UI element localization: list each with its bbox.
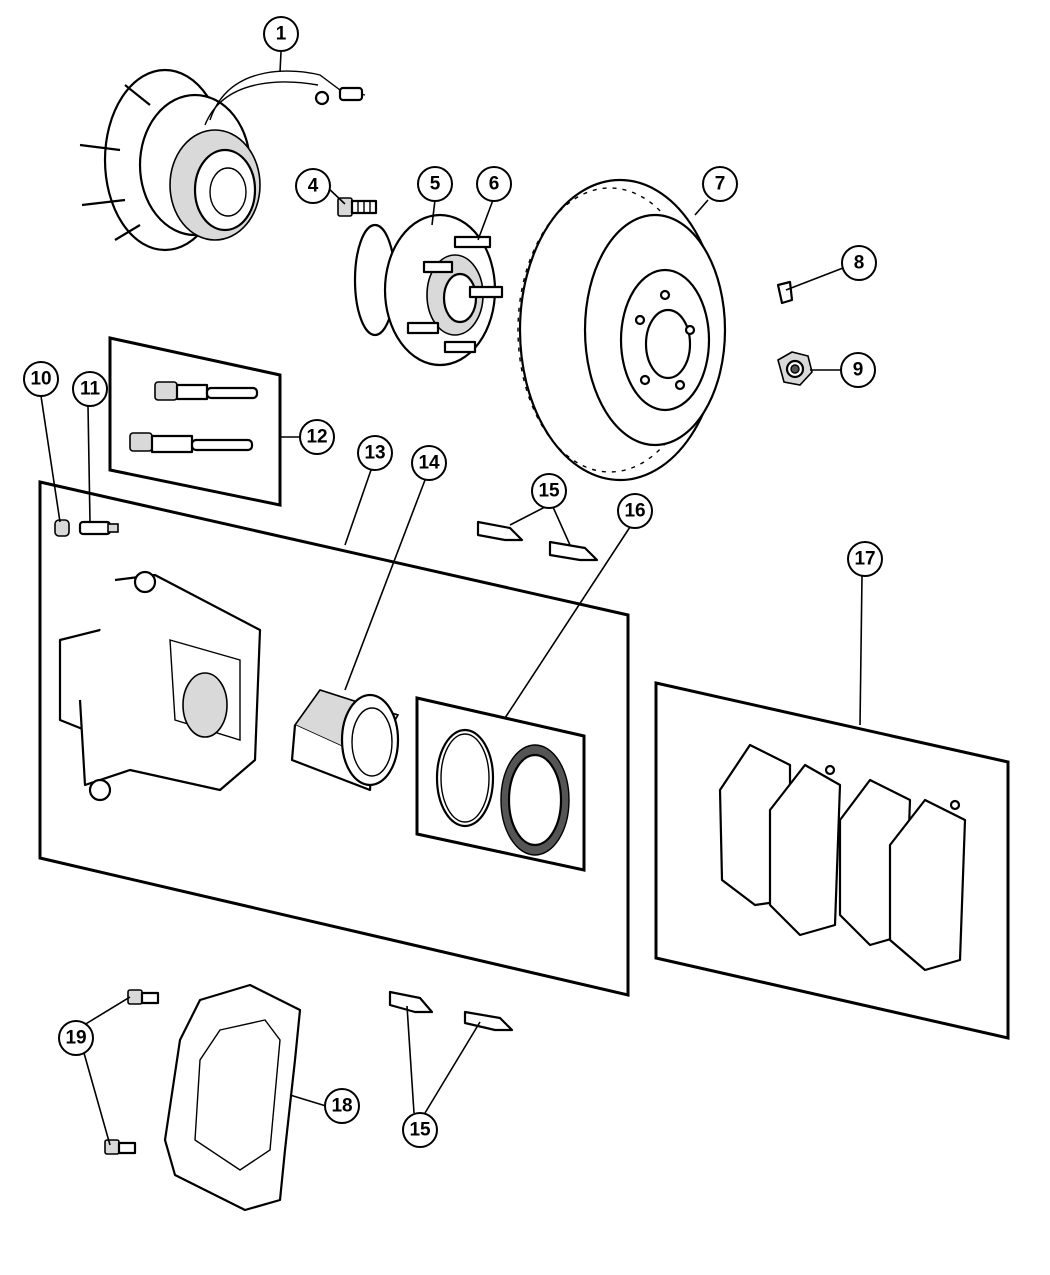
caliper-adapter-part bbox=[163, 983, 302, 1212]
callout-label: 8 bbox=[854, 253, 865, 274]
callout-label: 9 bbox=[853, 360, 864, 381]
callout-label: 13 bbox=[364, 443, 385, 464]
abutment-clips-upper bbox=[476, 520, 599, 562]
leader-lines bbox=[40, 51, 863, 1146]
adapter-bolts-part bbox=[104, 989, 160, 1155]
caliper-panel bbox=[38, 480, 630, 997]
abutment-clips-lower bbox=[388, 990, 514, 1032]
callout-6: 6 bbox=[476, 166, 512, 202]
callout-label: 17 bbox=[854, 549, 875, 570]
callout-label: 4 bbox=[308, 176, 319, 197]
boot-and-pin-part bbox=[54, 519, 119, 537]
callout-label: 1 bbox=[276, 24, 287, 45]
callout-label: 16 bbox=[624, 501, 645, 522]
callout-15-lower: 15 bbox=[402, 1112, 438, 1148]
bolt-part bbox=[337, 197, 378, 217]
callout-1: 1 bbox=[263, 16, 299, 52]
callout-label: 12 bbox=[306, 427, 327, 448]
callout-12: 12 bbox=[299, 419, 335, 455]
brake-pads-panel bbox=[654, 681, 1010, 1040]
hub-nut-part bbox=[777, 351, 813, 386]
callout-5: 5 bbox=[417, 166, 453, 202]
callout-17: 17 bbox=[847, 541, 883, 577]
callout-label: 6 bbox=[489, 174, 500, 195]
guide-pin-kit-panel bbox=[108, 336, 282, 507]
callout-4: 4 bbox=[295, 168, 331, 204]
brake-rotor-part bbox=[517, 178, 727, 482]
callout-19: 19 bbox=[58, 1020, 94, 1056]
hub-and-studs-part bbox=[353, 213, 504, 367]
seal-kit-panel bbox=[415, 696, 586, 872]
callout-9: 9 bbox=[840, 352, 876, 388]
callout-label: 5 bbox=[430, 174, 441, 195]
callout-11: 11 bbox=[72, 371, 108, 407]
callout-label: 7 bbox=[715, 174, 726, 195]
callout-8: 8 bbox=[841, 245, 877, 281]
callout-label: 19 bbox=[65, 1028, 86, 1049]
caliper-piston-part bbox=[290, 689, 400, 792]
clip-part bbox=[776, 280, 794, 305]
callout-label: 15 bbox=[409, 1120, 431, 1141]
callout-13: 13 bbox=[357, 435, 393, 471]
callout-18: 18 bbox=[324, 1088, 360, 1124]
callout-label: 11 bbox=[80, 379, 101, 400]
hub-bearing-assembly-with-sensor bbox=[79, 68, 366, 252]
callout-label: 14 bbox=[418, 453, 440, 474]
callout-label: 15 bbox=[538, 481, 560, 502]
callout-label: 18 bbox=[331, 1096, 352, 1117]
callout-14: 14 bbox=[411, 445, 447, 481]
callout-7: 7 bbox=[702, 166, 738, 202]
callout-10: 10 bbox=[23, 361, 59, 397]
callout-15-upper: 15 bbox=[531, 473, 567, 509]
callout-label: 10 bbox=[30, 369, 51, 390]
callout-16: 16 bbox=[617, 493, 653, 529]
